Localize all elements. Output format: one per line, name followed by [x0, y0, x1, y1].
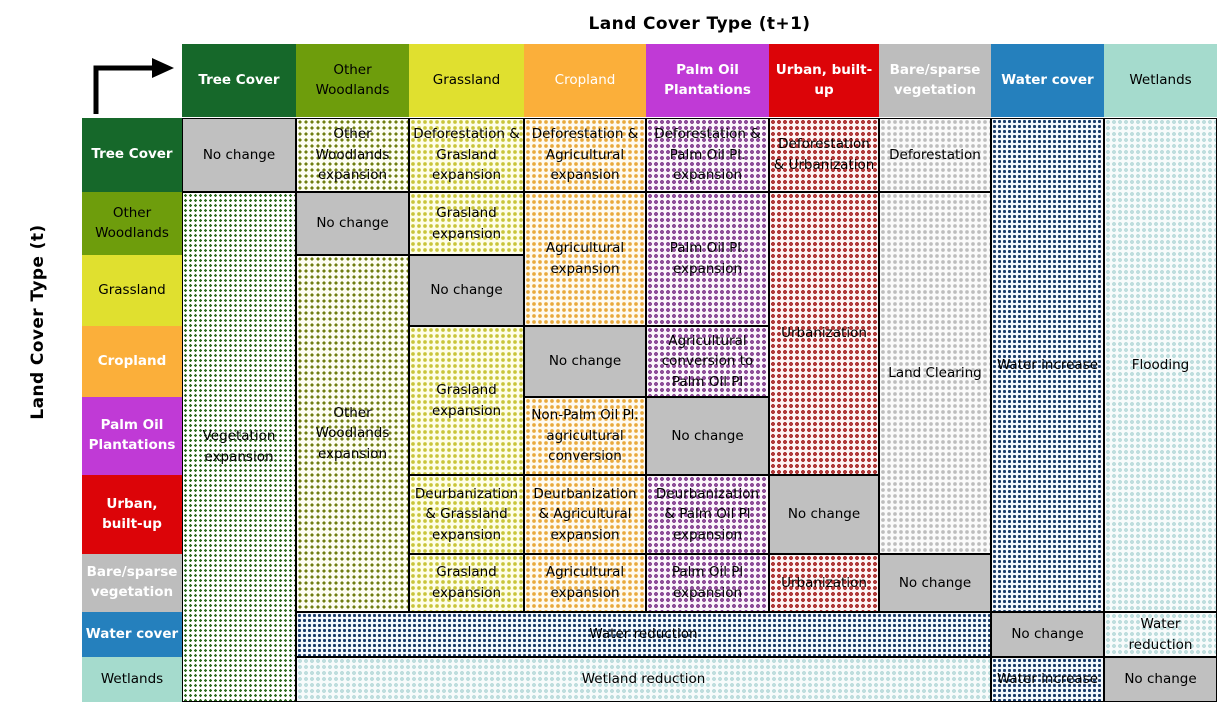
cell-wetland-reduction-span: Wetland reduction — [296, 657, 991, 702]
column-header-other-woodlands: Other Woodlands — [296, 44, 409, 117]
y-axis-title: Land Cover Type (t) — [28, 224, 48, 420]
cell-tree-cover-grassland: Deforestation & Grasland expansion — [409, 118, 524, 192]
cell-tree-cover-urban: Deforestation & Urbanization — [769, 118, 879, 192]
cell-tree-cover-tree-cover: No change — [182, 118, 296, 192]
column-header-palm-oil-plantations: Palm Oil Plantations — [646, 44, 769, 117]
cell-water-reduction-span: Water reduction — [296, 612, 991, 657]
x-axis-title: Land Cover Type (t+1) — [588, 14, 811, 34]
cell-flooding-span: Flooding — [1104, 118, 1217, 612]
cell-bare-urban: Urbanization — [769, 554, 879, 612]
column-header-bare-sparse-vegetation: Bare/sparse vegetation — [879, 44, 991, 117]
cell-palm-oil-cropland: Non-Palm Oil Pl. agricultural conversion — [524, 397, 646, 475]
cell-urbanization-span: Urbanization — [769, 192, 879, 475]
cell-other-woodlands-expansion-span: Other Woodlands expansion — [296, 255, 409, 612]
cell-cropland-cropland: No change — [524, 326, 646, 397]
direction-arrow-icon — [90, 52, 182, 118]
column-header-water-cover: Water cover — [991, 44, 1104, 117]
cell-bare-cropland: Agricultural expansion — [524, 554, 646, 612]
cell-cropland-palm-oil: Agricultural conversion to Palm Oil Pl — [646, 326, 769, 397]
cell-bare-bare: No change — [879, 554, 991, 612]
column-header-tree-cover: Tree Cover — [182, 44, 296, 117]
column-header-cropland: Cropland — [524, 44, 646, 117]
column-header-wetlands: Wetlands — [1104, 44, 1217, 117]
cell-urban-cropland: Deurbanization & Agricultural expansion — [524, 475, 646, 554]
cell-wetlands-water: Water increase — [991, 657, 1104, 702]
column-header-grassland: Grassland — [409, 44, 524, 117]
row-header-grassland: Grassland — [82, 255, 182, 326]
cell-other-woodlands-other-woodlands: No change — [296, 192, 409, 255]
row-header-tree-cover: Tree Cover — [82, 118, 182, 192]
cell-grasland-expansion-span: Grasland expansion — [409, 326, 524, 475]
cell-land-clearing-span: Land Clearing — [879, 192, 991, 554]
row-header-wetlands: Wetlands — [82, 657, 182, 702]
cell-tree-cover-cropland: Deforestation & Agricultural expansion — [524, 118, 646, 192]
cell-wetlands-wetlands: No change — [1104, 657, 1217, 702]
row-header-cropland: Cropland — [82, 326, 182, 397]
cell-vegetation-expansion-span: Vegetation expansion — [182, 192, 296, 702]
row-header-urban-built-up: Urban, built-up — [82, 475, 182, 554]
cell-water-water: No change — [991, 612, 1104, 657]
row-header-other-woodlands: Other Woodlands — [82, 192, 182, 255]
cell-bare-palm-oil: Palm Oil Pl expansion — [646, 554, 769, 612]
cell-tree-cover-palm-oil: Deforestation & Palm Oil Pl. expansion — [646, 118, 769, 192]
cell-bare-grassland: Grasland expansion — [409, 554, 524, 612]
cell-urban-palm-oil: Deurbanization & Palm Oil Pl expansion — [646, 475, 769, 554]
cell-agricultural-expansion-span: Agricultural expansion — [524, 192, 646, 326]
row-header-palm-oil-plantations: Palm Oil Plantations — [82, 397, 182, 475]
cell-urban-urban: No change — [769, 475, 879, 554]
row-header-water-cover: Water cover — [82, 612, 182, 657]
cell-tree-cover-bare: Deforestation — [879, 118, 991, 192]
cell-grassland-grassland: No change — [409, 255, 524, 326]
row-header-bare-sparse-vegetation: Bare/sparse vegetation — [82, 554, 182, 612]
cell-other-woodlands-grassland: Grasland expansion — [409, 192, 524, 255]
cell-water-wetlands: Water reduction — [1104, 612, 1217, 657]
column-header-urban-built-up: Urban, built-up — [769, 44, 879, 117]
cell-urban-grassland: Deurbanization & Grassland expansion — [409, 475, 524, 554]
cell-palm-oil-palm-oil: No change — [646, 397, 769, 475]
cell-water-increase-span: Water increase — [991, 118, 1104, 612]
cell-palm-oil-expansion-span: Palm Oil Pl. expansion — [646, 192, 769, 326]
cell-tree-cover-other-woodlands: Other Woodlands expansion — [296, 118, 409, 192]
